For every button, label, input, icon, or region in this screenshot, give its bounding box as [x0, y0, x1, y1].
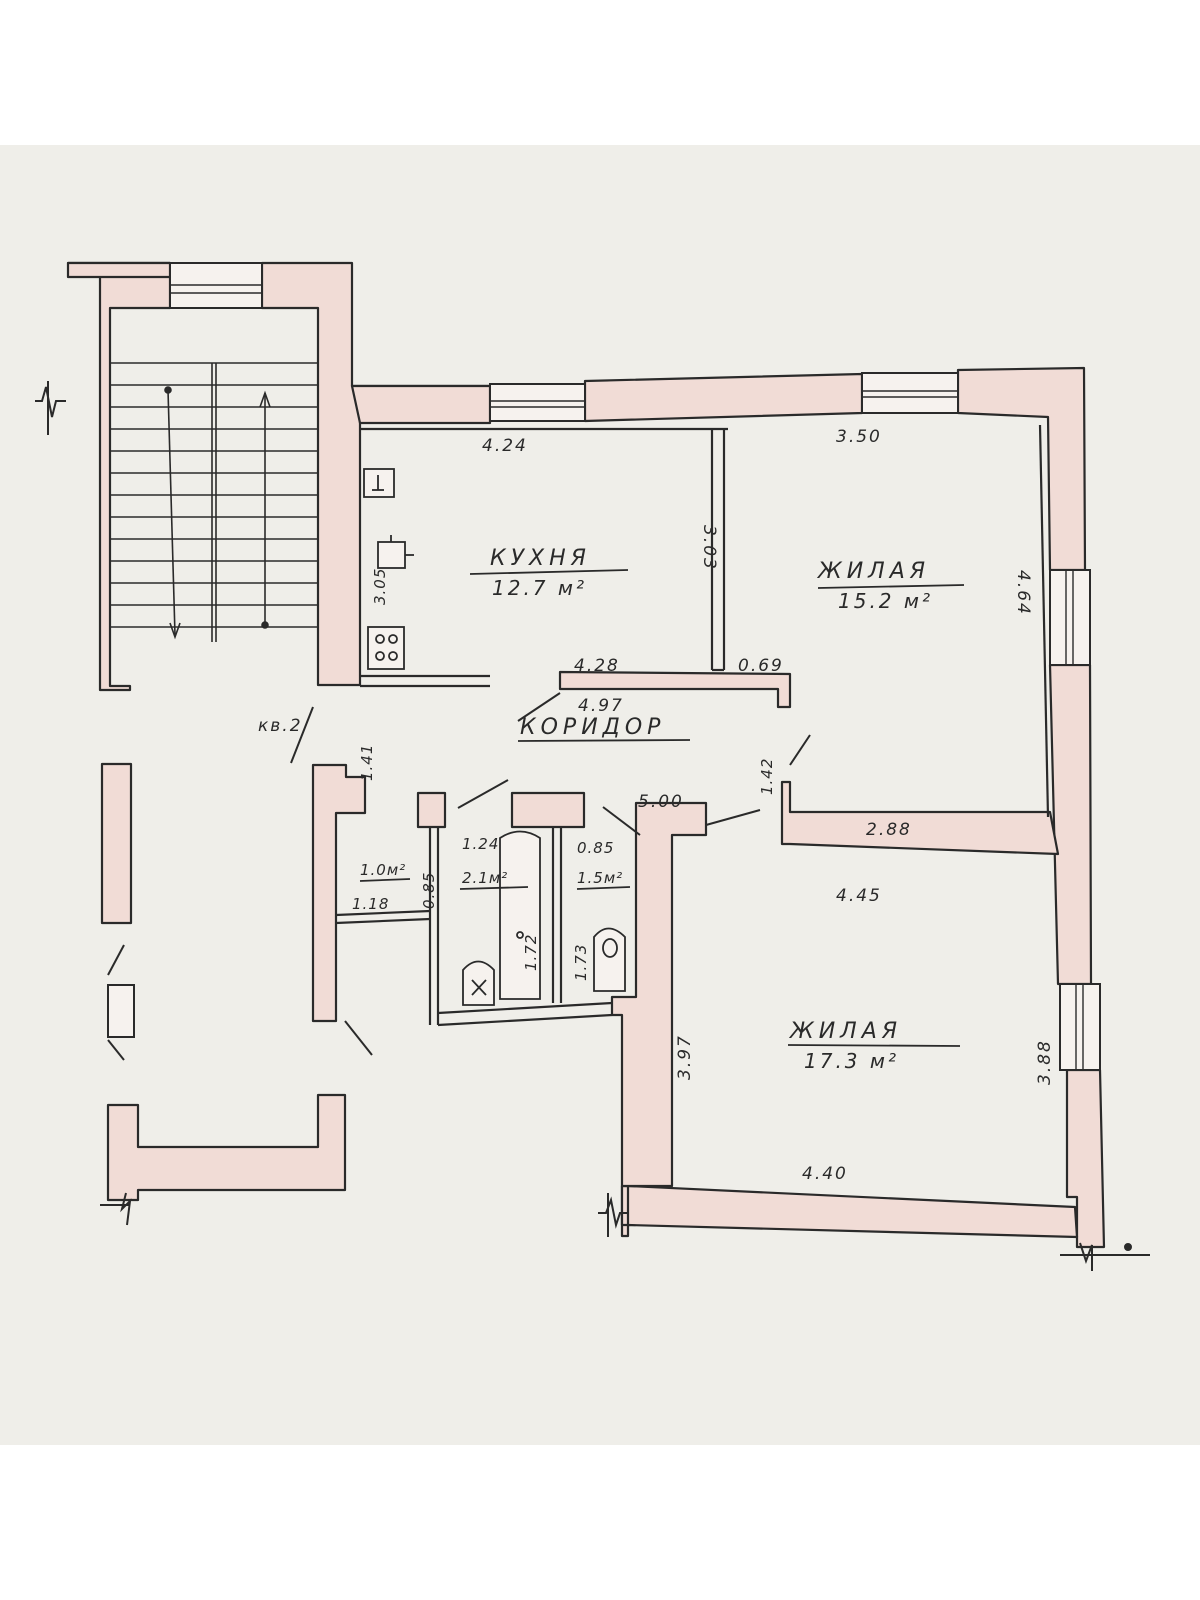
- living2-name: ЖИЛАЯ: [788, 1019, 902, 1044]
- entry-wall-right: [311, 763, 367, 1023]
- washbasin-icon: [462, 960, 495, 1006]
- apartment-label: кв.2: [258, 716, 303, 736]
- bath-drain-icon: [516, 931, 524, 939]
- dim-living2-depth-left: 3.97: [675, 1034, 695, 1080]
- dim-corridor-right: 1.42: [758, 758, 776, 795]
- corridor-wall-right: [780, 780, 1060, 856]
- dim-kitchen-width: 4.24: [482, 436, 528, 456]
- dim-corridor-length: 4.97: [578, 696, 624, 716]
- dim-wc-block-width: 5.00: [638, 792, 684, 812]
- dim-living2-depth-right: 3.88: [1035, 1039, 1055, 1085]
- stair-wall-bottom: [106, 1093, 347, 1202]
- window-kitchen: [489, 383, 586, 422]
- dim-living1-width: 3.50: [836, 427, 882, 447]
- outer-wall-top-b: [583, 372, 864, 423]
- toilet-area: 1.5м²: [577, 869, 623, 887]
- dim-bath-length: 1.72: [522, 934, 540, 971]
- stairwell-wall-top: [66, 261, 172, 279]
- doors: [107, 692, 811, 1061]
- dim-toilet-length: 1.73: [572, 944, 590, 981]
- dim-closet-width: 1.18: [352, 895, 389, 913]
- bathtub-icon: [499, 830, 541, 1000]
- outer-wall-corner: [956, 366, 1087, 572]
- wc-block-right: [610, 801, 708, 1188]
- window-living1-top: [861, 372, 959, 414]
- living1-area: 15.2 м²: [838, 589, 933, 613]
- toilet-icon: [593, 927, 626, 992]
- window-living1-right: [1049, 569, 1091, 666]
- outer-wall-left-lower: [620, 1184, 630, 1227]
- dim-kitchen-depth: 3.03: [699, 525, 719, 571]
- dim-living2-bottom: 4.40: [802, 1164, 848, 1184]
- stair-wall-left-lower: [100, 762, 133, 925]
- outer-wall-right-a: [1048, 663, 1093, 986]
- kitchen-name: КУХНЯ: [490, 546, 591, 571]
- corridor-niche: [558, 670, 792, 709]
- window-stair-side: [107, 984, 135, 1038]
- corridor-name: КОРИДОР: [520, 715, 665, 740]
- outer-wall-bottom: [620, 1184, 1079, 1239]
- kitchen-area: 12.7 м²: [492, 576, 587, 600]
- dim-toilet-door: 0.85: [577, 839, 614, 857]
- dim-corridor-left: 1.41: [358, 744, 376, 781]
- living2-area: 17.3 м²: [804, 1049, 899, 1073]
- stove-icon: [367, 626, 405, 670]
- sink-icon: [363, 468, 395, 498]
- bath-block-wall-left: [416, 791, 447, 829]
- outer-wall-top-a: [350, 384, 492, 425]
- plan-sheet: КУХНЯ 12.7 м² ЖИЛАЯ 15.2 м² КОРИДОР ЖИЛА…: [0, 145, 1200, 1445]
- break-lines: [35, 381, 1150, 1271]
- dim-corridor-niche: 0.69: [738, 656, 784, 676]
- fridge-icon: [377, 541, 406, 569]
- dim-living2-width: 4.45: [836, 886, 882, 906]
- stairwell-wall-top-left: [66, 261, 172, 692]
- window-living2-right: [1059, 983, 1101, 1071]
- bath-block-wall-mid: [510, 791, 586, 829]
- bath-fixtures: [462, 830, 626, 1006]
- floor-plan: КУХНЯ 12.7 м² ЖИЛАЯ 15.2 м² КОРИДОР ЖИЛА…: [35, 261, 1150, 1271]
- living1-name: ЖИЛАЯ: [816, 559, 930, 584]
- dim-kitchen-side: 3.05: [371, 568, 389, 605]
- closet-area: 1.0м²: [360, 861, 406, 879]
- kitchen-fixtures: [363, 468, 414, 670]
- dim-living1-depth: 4.64: [1013, 570, 1033, 616]
- staircase: [110, 362, 318, 642]
- dim-bath-door: 1.24: [462, 835, 499, 853]
- bathroom-area: 2.1м²: [462, 869, 508, 887]
- dim-closet-depth: 0.85: [420, 872, 438, 909]
- dim-corridor-top: 4.28: [574, 656, 620, 676]
- dim-living1-bottom: 2.88: [866, 820, 912, 840]
